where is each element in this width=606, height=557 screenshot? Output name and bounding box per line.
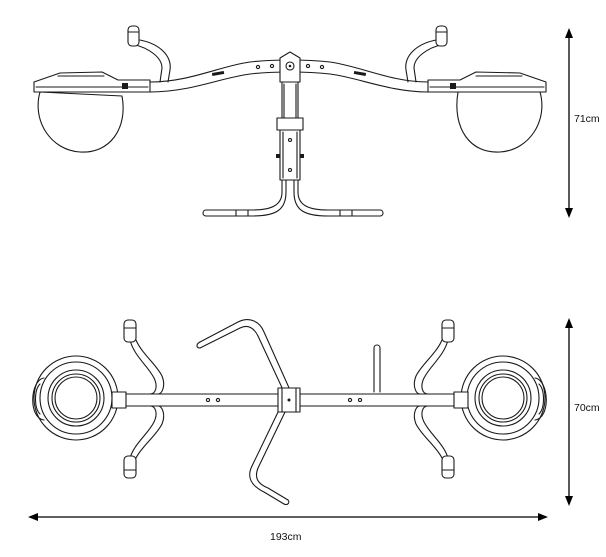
width-dimension: 70cm — [565, 318, 600, 506]
left-handle-lower — [129, 405, 165, 459]
right-seat-top-view — [460, 355, 547, 441]
base-leg-upper — [199, 319, 291, 393]
length-dimension-label: 193cm — [270, 531, 302, 543]
support-post — [281, 81, 299, 121]
height-dimension: 71cm — [565, 28, 600, 218]
seesaw-top-view — [32, 319, 547, 506]
left-seat-top — [33, 71, 151, 93]
left-handle-upper — [129, 339, 165, 395]
upright-rod — [373, 344, 381, 393]
width-dimension-label: 70cm — [574, 402, 600, 414]
right-handle-upper — [413, 339, 449, 395]
left-seat-top-view — [32, 355, 119, 441]
left-seat-bowl — [37, 91, 124, 153]
base-leg-lower — [249, 407, 289, 505]
seesaw-side-view — [33, 25, 547, 217]
length-dimension: 193cm — [28, 513, 548, 543]
left-handle — [131, 39, 171, 83]
height-dimension-label: 71cm — [574, 113, 600, 125]
right-seat-top — [427, 71, 547, 93]
right-seat-bowl — [456, 91, 543, 153]
right-handle-lower — [413, 405, 449, 459]
base-legs — [205, 179, 381, 217]
right-handle — [405, 39, 445, 83]
